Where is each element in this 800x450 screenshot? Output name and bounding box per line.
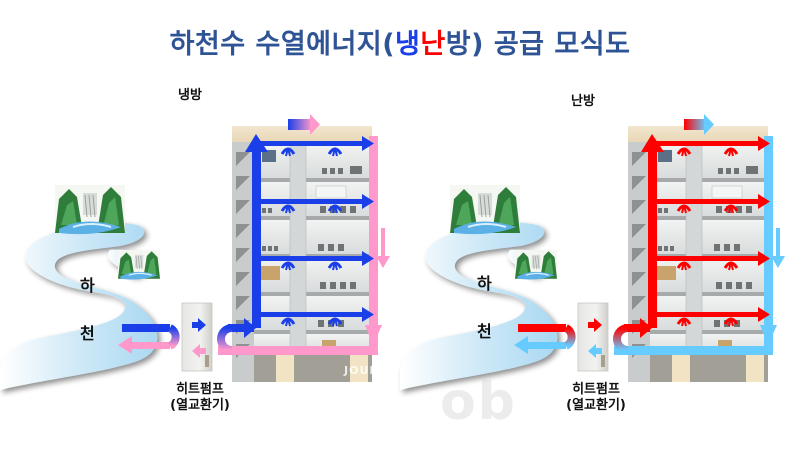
title-suffix: 방) 공급 모식도 (445, 29, 631, 60)
page-title: 하천수 수열에너지(냉난방) 공급 모식도 (0, 22, 800, 61)
river-char-2: 천 (80, 324, 95, 343)
river-char-1: 하 (80, 276, 95, 295)
heating-label: 난방 (571, 94, 595, 109)
flow-legend-arrow (288, 114, 320, 135)
heat-exchange-loop-building (613, 324, 629, 354)
river-char-2: 천 (477, 322, 492, 341)
dam-large-icon (449, 184, 521, 236)
heat-pump-unit (181, 302, 213, 372)
heating-panel (400, 114, 785, 390)
return-flow (514, 136, 785, 355)
heat-pump-label-line2: (열교환기) (170, 398, 230, 413)
heat-pump-label-line2: (열교환기) (566, 398, 626, 413)
return-flow (118, 136, 390, 355)
title-cooling-char: 냉 (395, 29, 421, 60)
hp-arrow-out-icon (588, 344, 602, 358)
heat-pump-label: 히트펌프 (열교환기) (155, 382, 245, 414)
heat-exchange-loop-building (217, 324, 233, 354)
title-prefix: 하천수 수열에너지( (169, 29, 396, 60)
hp-arrow-in-icon (192, 318, 206, 332)
supply-flow (122, 134, 374, 338)
dam-small-icon (117, 249, 161, 281)
heat-exchange-loop-river (167, 324, 180, 350)
heat-pump-label-line1: 히트펌프 (572, 382, 620, 397)
supply-flow (518, 134, 770, 338)
title-heating-char: 난 (420, 29, 446, 60)
river (0, 222, 158, 390)
dam-small-icon (514, 249, 558, 281)
dam-large-icon (54, 184, 126, 236)
heat-pump-label: 히트펌프 (열교환기) (551, 382, 641, 414)
watermark-building: JOUR (344, 364, 379, 377)
cooling-label: 냉방 (178, 88, 202, 103)
hp-arrow-in-icon (588, 318, 602, 332)
flow-legend-arrow (684, 114, 714, 135)
heat-pump-label-line1: 히트펌프 (176, 382, 224, 397)
watermark-overlay: ob (440, 372, 517, 432)
heat-pump-unit (577, 302, 609, 372)
river-char-1: 하 (477, 274, 492, 293)
hp-arrow-out-icon (192, 344, 206, 358)
heat-exchange-loop-river (563, 324, 576, 350)
river (400, 222, 558, 390)
cooling-panel (0, 114, 390, 390)
